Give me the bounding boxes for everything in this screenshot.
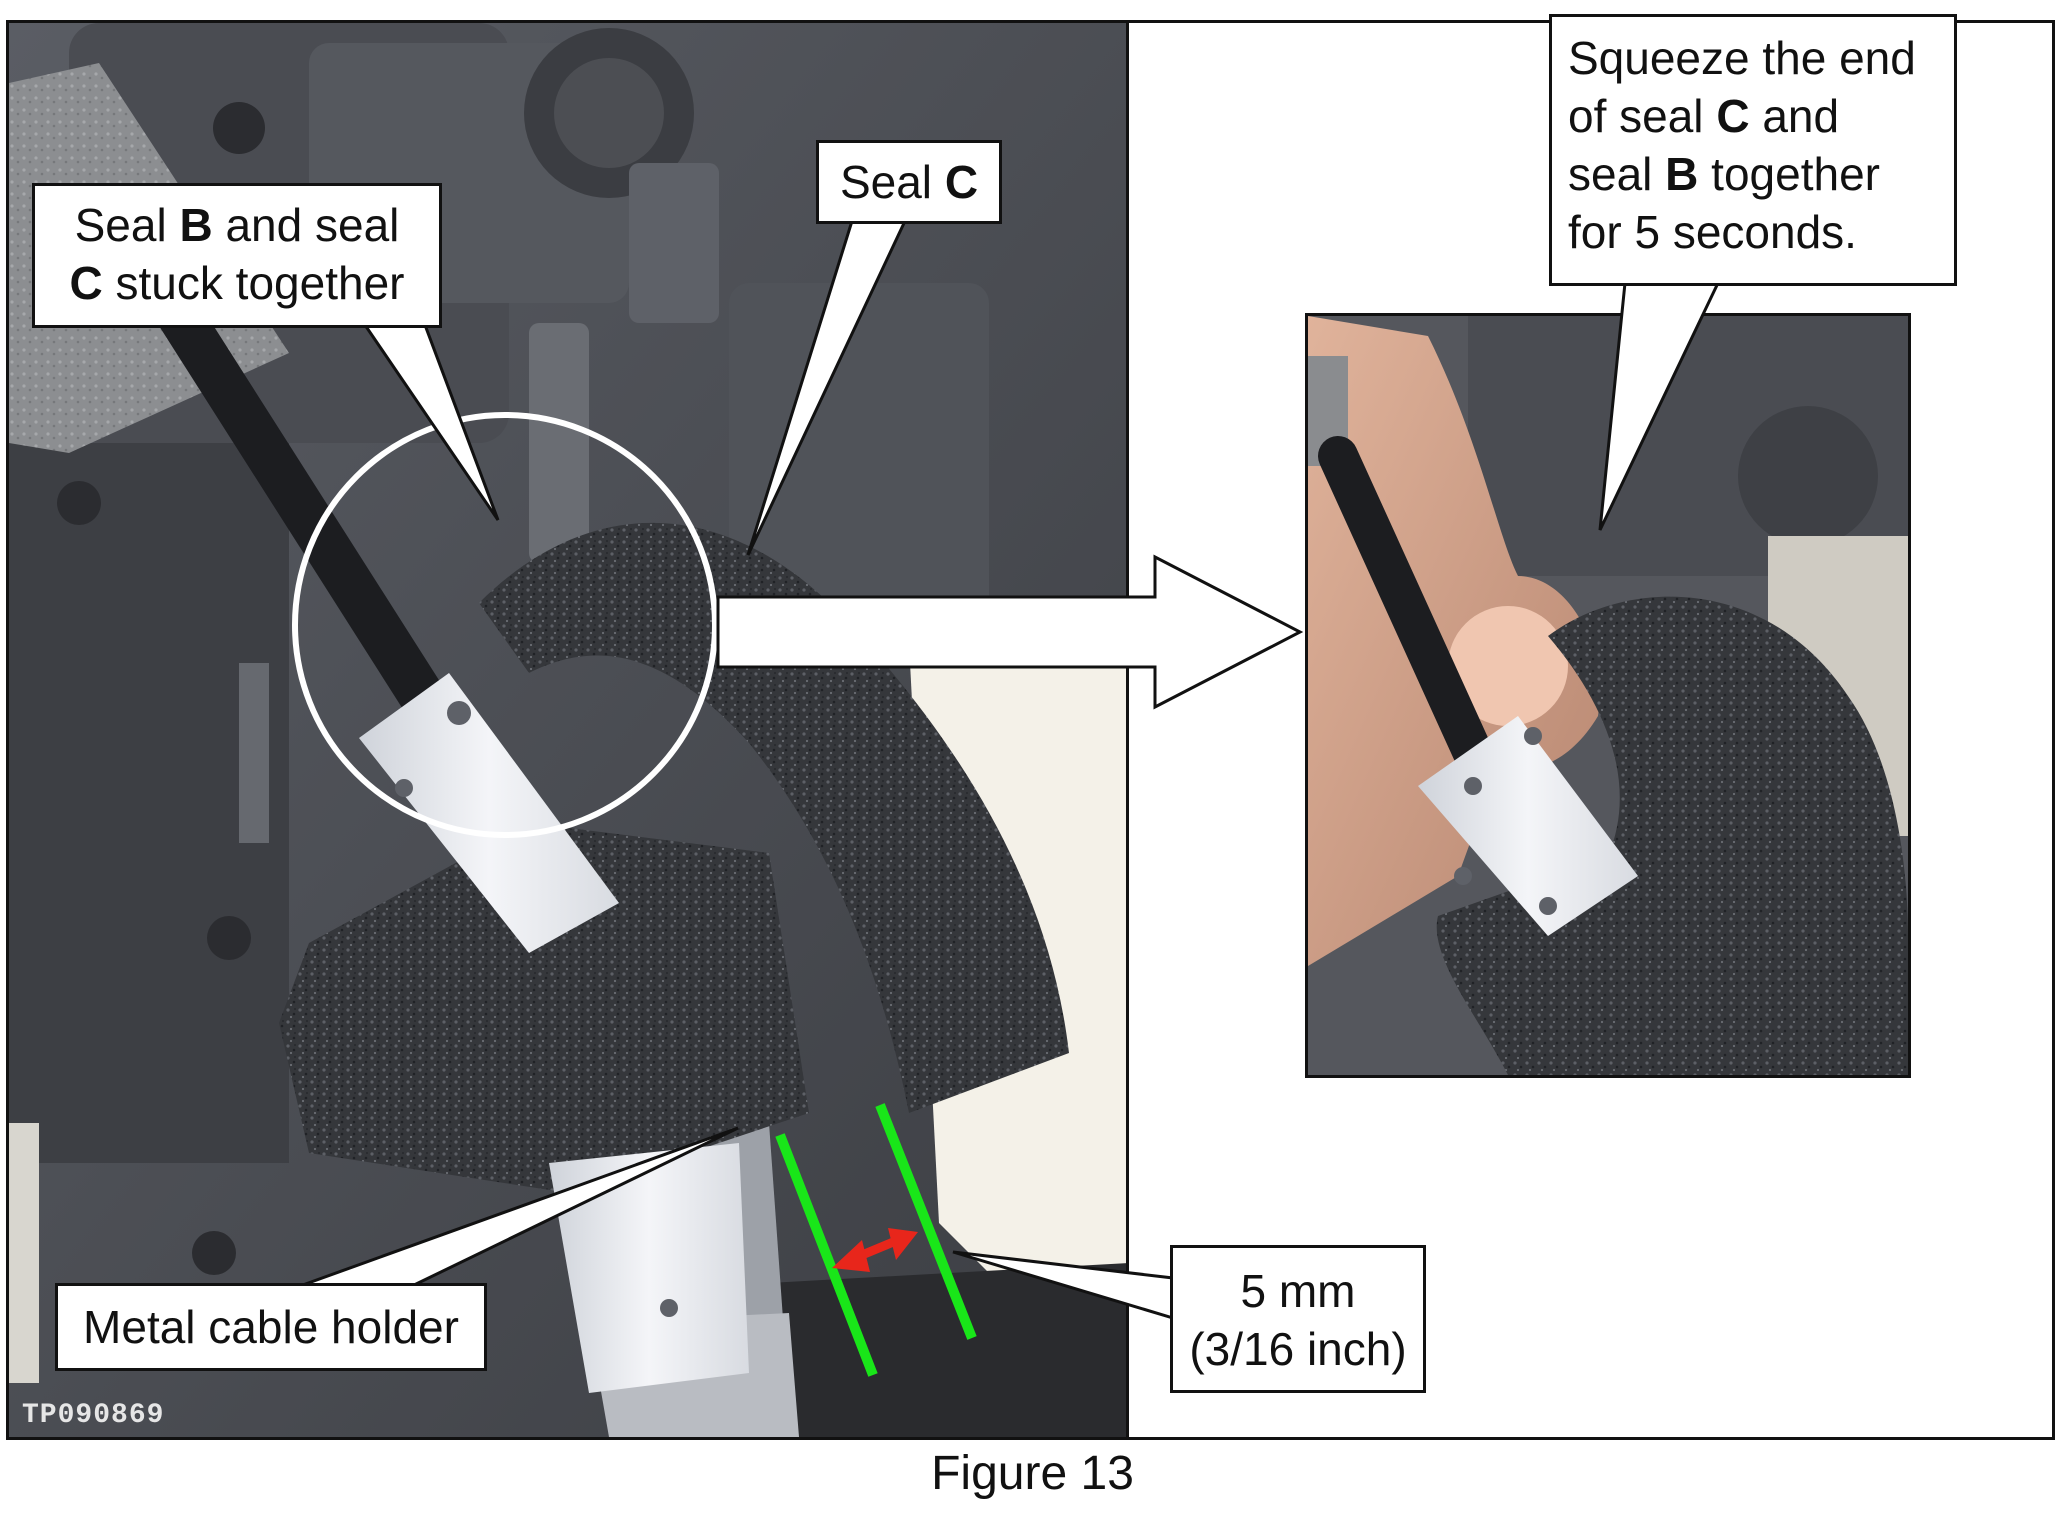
callout-text: together <box>1698 148 1880 200</box>
callout-text: Squeeze the end <box>1568 32 1916 84</box>
callout-measurement: 5 mm (3/16 inch) <box>1170 1245 1426 1393</box>
callout-text: stuck together <box>102 257 405 309</box>
panel-divider <box>1126 20 1129 1440</box>
callout-bold-text: C <box>944 156 979 208</box>
callout-text: and <box>1749 90 1840 142</box>
figure-caption: Figure 13 <box>931 1447 1134 1500</box>
callout-bold-text: C <box>1716 90 1750 142</box>
callout-text: (3/16 inch) <box>1189 1323 1407 1375</box>
callout-bold-text: C <box>69 257 103 309</box>
callout-text: and seal <box>212 199 400 251</box>
callout-text: seal <box>1568 148 1666 200</box>
callout-text: 5 mm <box>1240 1265 1356 1317</box>
right-photo-closeup <box>1305 313 1911 1078</box>
callout-squeeze-instruction: Squeeze the end of seal C and seal B tog… <box>1549 14 1957 286</box>
callout-text: Metal cable holder <box>83 1301 459 1353</box>
callout-text: of seal <box>1568 90 1717 142</box>
callout-seal-c: Seal C <box>816 140 1002 224</box>
callout-text: for 5 seconds. <box>1568 206 1857 258</box>
right-photo-illustration <box>1308 316 1908 1075</box>
callout-bold-text: B <box>1665 148 1699 200</box>
callout-seal-b-and-c: Seal B and seal C stuck together <box>32 183 442 328</box>
callout-bold-text: B <box>179 199 213 251</box>
callout-metal-cable-holder: Metal cable holder <box>55 1283 487 1371</box>
callout-text: Seal <box>839 156 945 208</box>
image-id-label: TP090869 <box>22 1400 165 1431</box>
callout-text: Seal <box>74 199 180 251</box>
